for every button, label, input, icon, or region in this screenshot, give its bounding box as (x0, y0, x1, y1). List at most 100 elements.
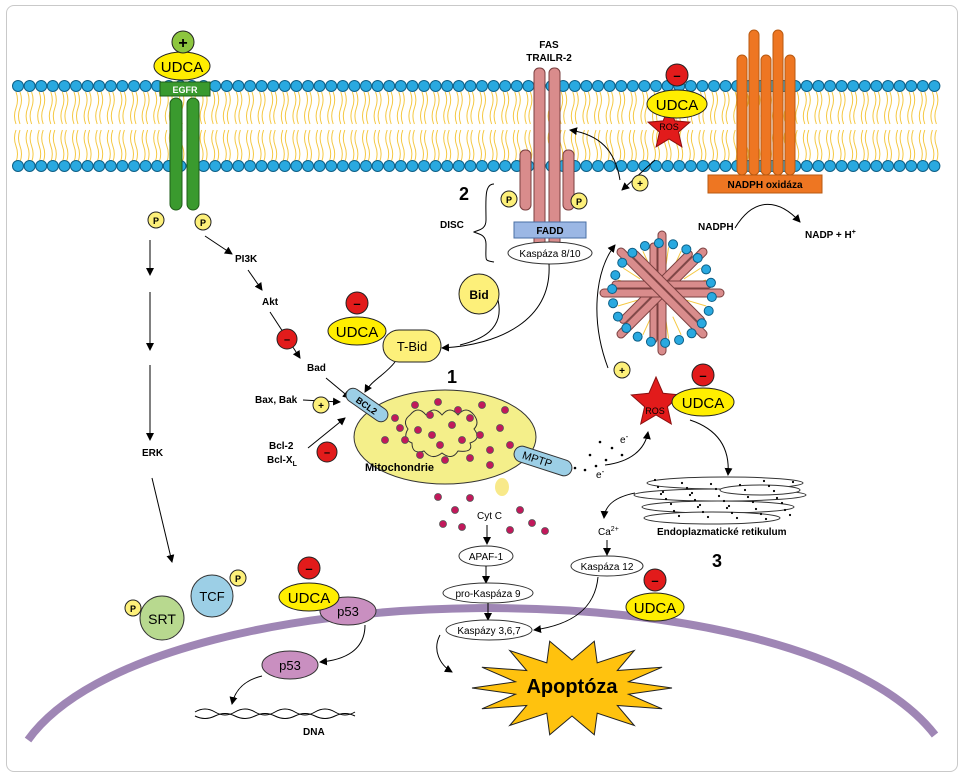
inhibit-p53 (297, 556, 321, 580)
udca-egfr-label: UDCA (161, 59, 204, 76)
p-egfr-right-label: P (200, 218, 206, 228)
apoptoza-label: Apoptóza (526, 676, 618, 698)
number-3: 3 (712, 551, 722, 571)
p-egfr-left (147, 211, 165, 229)
bcl2-label: Bcl-2 (269, 441, 294, 452)
udca-p53-label: UDCA (288, 590, 331, 607)
mitochondrie-label: Mitochondrie (365, 462, 434, 474)
p-egfr-left-label: P (153, 216, 159, 226)
disc-label: DISC (440, 220, 464, 231)
udca-casp12-label: UDCA (634, 600, 677, 617)
figure-frame (6, 5, 958, 772)
inhibit-bcl2 (316, 441, 338, 463)
arrow-cluster-fas (569, 127, 621, 181)
ca-label: Ca2+ (598, 526, 619, 538)
akt-label: Akt (262, 297, 279, 308)
arrow-er-ca (600, 492, 636, 519)
p53-nucleus (261, 650, 319, 680)
arrow-p53-nucleus (319, 624, 366, 666)
disc-bracket (472, 183, 495, 263)
arrow-casp12-casp3 (533, 576, 599, 633)
udca-p53 (278, 582, 340, 612)
inhibit-bcl2-sign: – (324, 447, 330, 459)
nadp-label: NADP + H+ (805, 229, 856, 241)
arrow-pi3k (204, 235, 233, 255)
kaspazy-label: Kaspázy 3,6,7 (457, 626, 521, 637)
tcf-label: TCF (199, 589, 224, 604)
arrow-bid (459, 299, 500, 346)
bid-label: Bid (469, 288, 488, 302)
arrow-tbid-mito (364, 361, 396, 393)
kaspaza810-label: Kaspáza 8/10 (519, 249, 581, 260)
nucleus-envelope (24, 604, 939, 743)
trailr2-label: TRAILR-2 (526, 53, 572, 64)
inhibit-ros-membrane (665, 63, 689, 87)
activate-ros-cluster (613, 361, 631, 379)
egfr-label: EGFR (172, 85, 198, 95)
membrane-lipid-heads (12, 80, 941, 172)
er-label: Endoplazmatické retikulum (657, 527, 787, 538)
udca-tbid-label: UDCA (336, 324, 379, 341)
apaf1-label: APAF-1 (469, 552, 504, 563)
udca-ros-lower-label: UDCA (682, 395, 725, 412)
apoptoza-burst (471, 640, 673, 736)
cytochrome-c-in-mito (381, 398, 514, 469)
ros-membrane-label: ROS (659, 122, 679, 132)
p53-membrane-label: p53 (337, 604, 359, 619)
inhibit-tbid-sign: – (353, 296, 360, 311)
electron-dots (573, 440, 624, 472)
tcf-node (190, 574, 234, 618)
cytc-label: Cyt C (477, 511, 502, 522)
kaspaza810-oval (507, 241, 593, 265)
nadph-label: NADPH (698, 222, 734, 233)
arrow-electrons-ros (604, 431, 651, 466)
fadd-box (513, 221, 587, 239)
activate-egfr-sign: + (178, 35, 187, 52)
fas-receptor (519, 67, 575, 249)
bcl2-channel (345, 387, 389, 423)
nadph-oxidase-protein (707, 29, 823, 194)
p-fas-left-label: P (506, 195, 512, 205)
inhibit-casp12-sign: – (651, 573, 658, 588)
cytc-release-pore (495, 478, 509, 496)
activate-ros-fas-sign: + (637, 179, 643, 190)
fas-label: FAS (539, 40, 559, 51)
cell-membrane (12, 80, 941, 172)
udca-ros-lower (671, 387, 735, 417)
p53-nucleus-label: p53 (279, 658, 301, 673)
receptor-cluster (599, 230, 725, 356)
inhibit-ros-lower (691, 363, 715, 387)
p-fas-right (570, 192, 588, 210)
activate-bax (312, 396, 330, 414)
arrow-erk-srt (151, 477, 175, 563)
arrow-casp-apoptosis (436, 634, 453, 673)
arrow-bcl2 (307, 417, 346, 449)
inhibit-casp12 (643, 568, 667, 592)
endoplasmic-reticulum (633, 476, 807, 525)
bad-label: Bad (307, 363, 326, 374)
bid-node (458, 273, 500, 315)
p-srt-label: P (130, 604, 136, 614)
inhibit-akt (276, 328, 298, 350)
udca-ros-membrane-label: UDCA (656, 97, 699, 114)
tbid-label: T-Bid (397, 339, 427, 354)
activate-bax-sign: + (318, 401, 324, 412)
activate-ros-fas (631, 174, 649, 192)
egfr-receptor (159, 81, 211, 211)
tbid-node (382, 329, 442, 363)
inhibit-ros-membrane-sign: – (673, 68, 680, 83)
bclxl-label: Bcl-XL (267, 455, 298, 468)
ros-star-membrane (646, 105, 692, 148)
activate-ros-cluster-sign: + (619, 366, 625, 377)
number-1: 1 (447, 367, 457, 387)
number-2: 2 (459, 184, 469, 204)
ros-star-lower (630, 375, 682, 426)
kaspazy-oval (445, 619, 533, 641)
inhibit-akt-sign: – (284, 334, 290, 346)
udca-casp12 (625, 592, 685, 622)
p-fas-left (500, 190, 518, 208)
mitochondrion (353, 389, 537, 485)
p-srt (124, 599, 142, 617)
